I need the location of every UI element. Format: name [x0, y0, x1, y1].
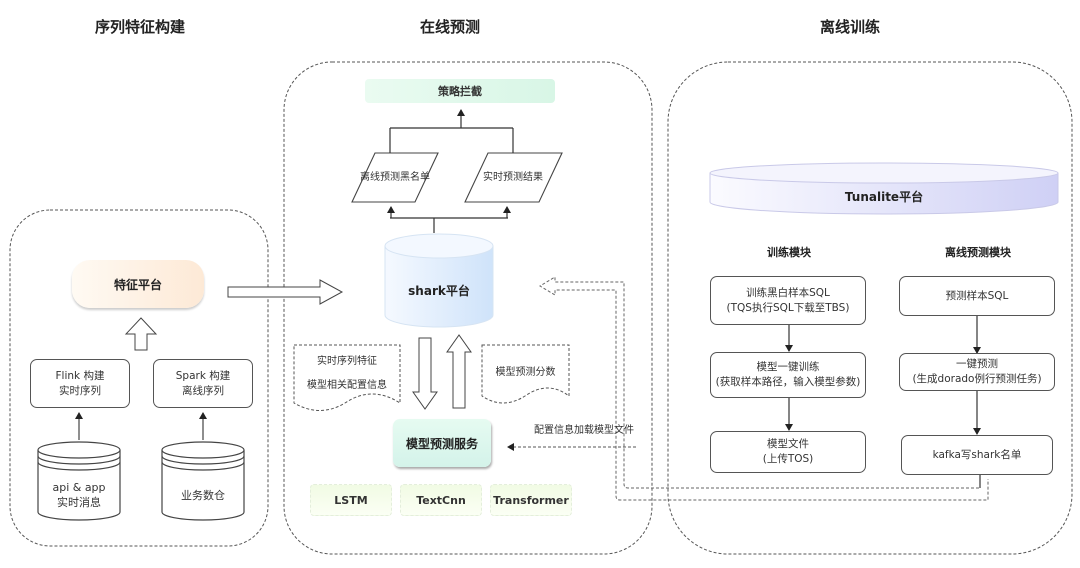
flink-build-line2: 实时序列	[58, 384, 101, 397]
api-app-database	[37, 441, 121, 521]
train-step3-line2: (上传TOS)	[762, 453, 814, 465]
spark-build-box[interactable]: Spark 构建 离线序列	[153, 359, 253, 408]
block-arrow-feature-to-shark	[227, 279, 344, 305]
model-lstm-label: LSTM	[334, 493, 368, 507]
realtime-result-label: 实时预测结果	[483, 172, 543, 183]
input-features-doc-shape	[293, 344, 401, 411]
input-doc-line2: 模型相关配置信息	[307, 380, 387, 391]
input-doc-line1: 实时序列特征	[317, 356, 377, 367]
warehouse-db-label: 业务数仓	[181, 489, 225, 502]
config-load-label: 配置信息加载模型文件	[534, 425, 634, 436]
predict-step1-line1: 预测样本SQL	[945, 289, 1009, 302]
api-app-db-label: api & app 实时消息	[38, 480, 120, 510]
spark-build-line1: Spark 构建	[175, 369, 231, 382]
dashed-return-arrow-kafka-to-shark	[539, 276, 989, 501]
section-title-online-predict: 在线预测	[419, 18, 480, 36]
business-warehouse-database	[161, 441, 245, 521]
tunalite-platform-cylinder	[709, 162, 1059, 215]
shark-platform-cylinder	[384, 233, 494, 328]
predict-step-one-click[interactable]: 一键预测 (生成dorado例行预测任务)	[899, 353, 1055, 391]
shark-platform-label: shark平台	[408, 284, 470, 298]
flink-build-line1: Flink 构建	[55, 369, 105, 382]
model-textcnn[interactable]: TextCnn	[400, 484, 482, 516]
block-arrow-up-to-shark	[446, 334, 472, 409]
section-title-offline-train: 离线训练	[819, 18, 880, 36]
model-score-doc-shape	[481, 344, 570, 404]
model-transformer[interactable]: Transformer	[490, 484, 572, 516]
offline-blacklist-shape	[351, 152, 439, 203]
feature-platform-label: 特征平台	[113, 277, 162, 292]
train-step1-line1: 训练黑白样本SQL	[746, 286, 830, 299]
train-step1-line2: (TQS执行SQL下载至TBS)	[726, 301, 850, 314]
train-step-sample-sql[interactable]: 训练黑白样本SQL (TQS执行SQL下载至TBS)	[710, 276, 866, 325]
model-transformer-label: Transformer	[493, 493, 569, 507]
train-step-model-file[interactable]: 模型文件 (上传TOS)	[710, 431, 866, 473]
predict-step2-line2: (生成dorado例行预测任务)	[912, 373, 1042, 385]
predict-step2-line1: 一键预测	[956, 358, 998, 370]
online-predict-container	[283, 61, 653, 555]
offline-blacklist-label: 离线预测黑名单	[360, 172, 430, 183]
predict-module-title: 离线预测模块	[945, 246, 1011, 259]
offline-train-container	[667, 61, 1073, 555]
api-app-db-line1: api & app	[52, 481, 106, 494]
flink-build-box[interactable]: Flink 构建 实时序列	[30, 359, 130, 408]
model-predict-service-label: 模型预测服务	[405, 436, 478, 451]
predict-step3-line1: kafka写shark名单	[932, 448, 1022, 461]
model-textcnn-label: TextCnn	[416, 493, 466, 507]
section-title-feature-build: 序列特征构建	[94, 18, 185, 36]
predict-step-sample-sql[interactable]: 预测样本SQL	[899, 276, 1055, 316]
train-module-title: 训练模块	[767, 246, 811, 259]
train-step-one-click[interactable]: 模型一键训练 (获取样本路径，输入模型参数)	[710, 352, 866, 398]
block-arrow-down-to-model	[412, 337, 438, 410]
block-arrow-up-feature	[124, 317, 158, 351]
spark-build-line2: 离线序列	[182, 384, 224, 397]
api-app-db-line2: 实时消息	[57, 496, 101, 509]
train-step3-line1: 模型文件	[766, 438, 809, 450]
input-features-doc-label: 实时序列特征 模型相关配置信息	[294, 350, 400, 398]
model-score-doc-label: 模型预测分数	[495, 367, 556, 378]
model-predict-service[interactable]: 模型预测服务	[393, 419, 491, 467]
train-step2-line1: 模型一键训练	[756, 361, 820, 373]
predict-step-kafka[interactable]: kafka写shark名单	[901, 435, 1053, 475]
strategy-intercept-label: 策略拦截	[438, 85, 482, 98]
realtime-result-shape	[464, 152, 563, 203]
train-step2-line2: (获取样本路径，输入模型参数)	[715, 376, 861, 388]
tunalite-platform-label: Tunalite平台	[844, 190, 924, 204]
model-lstm[interactable]: LSTM	[310, 484, 392, 516]
strategy-intercept-box[interactable]: 策略拦截	[365, 79, 555, 103]
feature-platform[interactable]: 特征平台	[72, 260, 204, 308]
